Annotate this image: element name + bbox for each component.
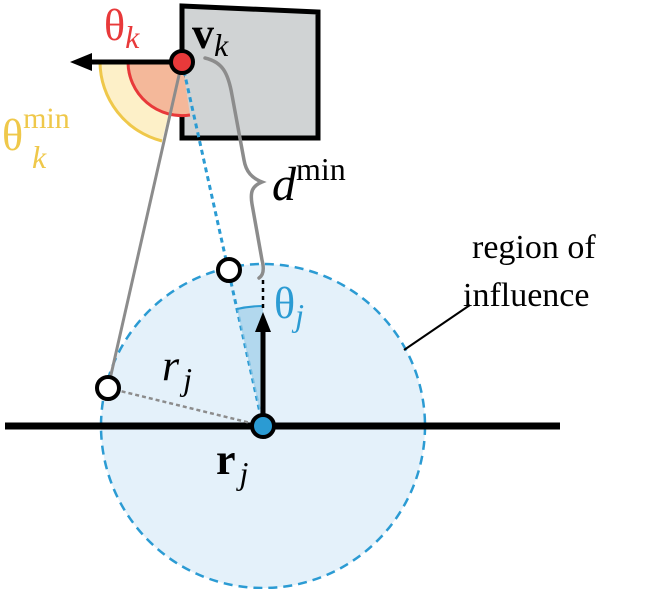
d-min-brace: [203, 56, 267, 280]
region-label-line1: region of: [472, 229, 596, 266]
d-min-label: dmin: [272, 151, 346, 211]
vk-to-rj-line: [180, 61, 265, 427]
theta-k-min-sub: k: [32, 139, 47, 175]
vk-label: vk: [192, 9, 229, 63]
theta-k-arc: [128, 62, 190, 116]
theta-k-min-label: θmin: [2, 102, 70, 160]
theta-k-arc-outline: [126, 61, 191, 118]
vk-point: [169, 49, 195, 75]
theta-j-arc: [237, 306, 263, 426]
dmin-point: [216, 257, 242, 283]
region-label-line2: influence: [463, 277, 590, 314]
theta-k-min-arc-outline: [98, 61, 163, 143]
rj-point: [250, 413, 276, 439]
radius-line: [107, 386, 264, 428]
radius-point: [95, 375, 121, 401]
theta-j-label: θj: [274, 279, 304, 333]
support-line: [106, 61, 184, 389]
region-label-leader: [403, 304, 471, 351]
theta-k-label: θk: [104, 1, 140, 55]
normal-arrow-head: [255, 312, 271, 332]
direction-arrow-head: [70, 53, 92, 71]
